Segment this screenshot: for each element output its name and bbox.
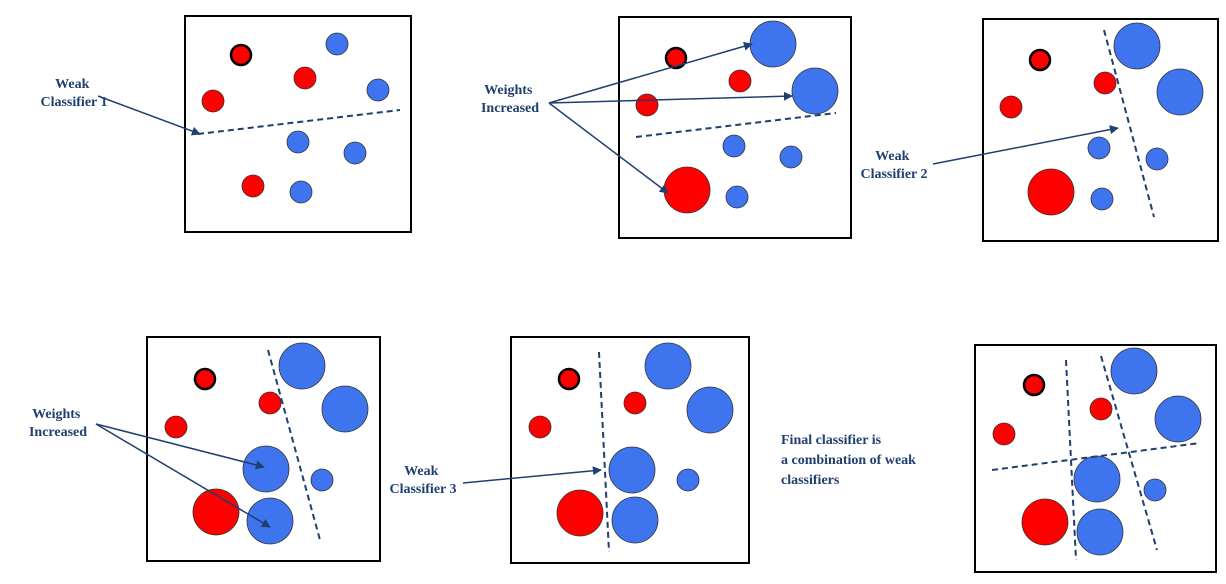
blue-point xyxy=(749,20,797,68)
red-point xyxy=(663,166,711,214)
blue-point xyxy=(722,134,746,158)
blue-point xyxy=(1143,478,1167,502)
blue-point xyxy=(278,342,326,390)
decision-boundary-2 xyxy=(267,349,321,541)
blue-point xyxy=(1154,395,1202,443)
arrow xyxy=(932,125,1119,165)
panel-4 xyxy=(146,336,381,562)
red-point xyxy=(623,391,647,415)
blue-point xyxy=(289,180,313,204)
weights-increased-label-top: Weights Increased xyxy=(481,83,539,116)
decision-boundary-2 xyxy=(1103,29,1155,218)
blue-point xyxy=(676,468,700,492)
blue-point xyxy=(325,32,349,56)
red-point xyxy=(992,422,1016,446)
blue-point xyxy=(611,496,659,544)
red-point xyxy=(193,367,217,391)
arrow xyxy=(95,423,265,470)
red-point xyxy=(664,46,688,70)
red-point xyxy=(258,391,282,415)
blue-point xyxy=(791,67,839,115)
arrow xyxy=(548,91,793,104)
blue-point xyxy=(725,185,749,209)
red-point xyxy=(1027,168,1075,216)
blue-point xyxy=(1110,347,1158,395)
blue-point xyxy=(321,385,369,433)
decision-boundary-1 xyxy=(635,112,837,138)
panel-3 xyxy=(982,18,1219,242)
blue-point xyxy=(1073,455,1121,503)
blue-point xyxy=(1087,136,1111,160)
blue-point xyxy=(779,145,803,169)
blue-point xyxy=(1113,22,1161,70)
red-point xyxy=(192,488,240,536)
blue-point xyxy=(366,78,390,102)
red-point xyxy=(1021,498,1069,546)
blue-point xyxy=(1076,508,1124,556)
red-point xyxy=(728,69,752,93)
panel-2 xyxy=(618,16,852,239)
red-point xyxy=(229,43,253,67)
red-point xyxy=(528,415,552,439)
combined-boundary-1 xyxy=(991,442,1201,471)
red-point xyxy=(201,89,225,113)
blue-point xyxy=(644,342,692,390)
weak-classifier-2-label: Weak Classifier 2 xyxy=(860,149,927,182)
panel-1 xyxy=(184,15,412,233)
red-point xyxy=(1028,48,1052,72)
arrow xyxy=(462,466,602,484)
blue-point xyxy=(310,468,334,492)
blue-point xyxy=(1090,187,1114,211)
arrow xyxy=(95,423,271,528)
weights-increased-label-bottom: Weights Increased xyxy=(29,407,87,440)
blue-point xyxy=(242,445,290,493)
blue-point xyxy=(343,141,367,165)
decision-boundary-3 xyxy=(598,351,610,553)
red-point xyxy=(1022,373,1046,397)
red-point xyxy=(164,415,188,439)
arrow xyxy=(97,95,201,136)
panel-final xyxy=(974,344,1217,573)
red-point xyxy=(999,95,1023,119)
red-point xyxy=(293,66,317,90)
blue-point xyxy=(608,446,656,494)
red-point xyxy=(635,93,659,117)
decision-boundary-1 xyxy=(197,109,401,135)
combined-boundary-2 xyxy=(1100,355,1158,551)
blue-point xyxy=(246,497,294,545)
blue-point xyxy=(286,130,310,154)
weak-classifier-1-label: Weak Classifier 1 xyxy=(40,77,107,110)
blue-point xyxy=(686,386,734,434)
panel-5 xyxy=(510,336,750,564)
arrow xyxy=(548,102,669,194)
weak-classifier-3-label: Weak Classifier 3 xyxy=(389,464,456,497)
combined-boundary-3 xyxy=(1065,359,1077,561)
red-point xyxy=(1093,71,1117,95)
blue-point xyxy=(1156,68,1204,116)
red-point xyxy=(557,367,581,391)
red-point xyxy=(241,174,265,198)
final-classifier-label: Final classifier is a combination of wea… xyxy=(781,433,919,488)
arrow xyxy=(548,41,753,104)
blue-point xyxy=(1145,147,1169,171)
red-point xyxy=(1089,397,1113,421)
red-point xyxy=(556,489,604,537)
